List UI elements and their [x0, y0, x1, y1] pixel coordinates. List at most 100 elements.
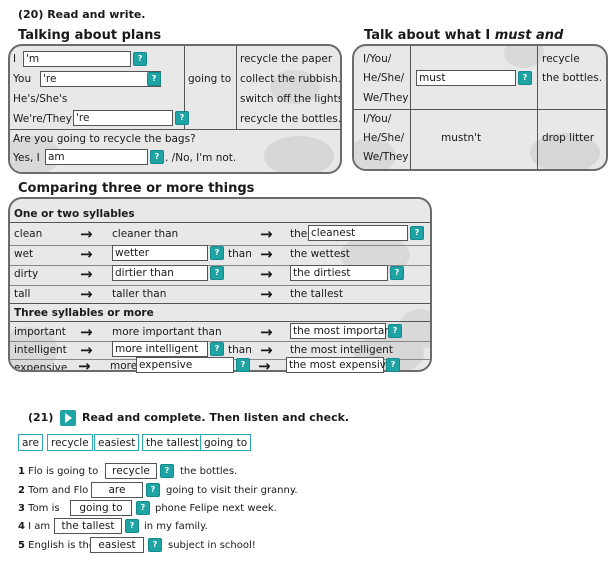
help-icon[interactable]: ? — [236, 358, 250, 372]
help-icon[interactable]: ? — [148, 538, 162, 552]
sentence-1: 1 Flo is going to — [18, 466, 98, 477]
must-object-line1: recycle — [542, 53, 580, 65]
row-comparative: more important than — [112, 326, 222, 338]
sentence-number: 1 — [18, 466, 25, 477]
must-panel: I/You/ He/She/ We/They must ? recycle th… — [352, 44, 608, 171]
subject-i: I — [13, 53, 17, 65]
help-icon[interactable]: ? — [518, 71, 532, 85]
answer-box[interactable]: easiest — [90, 537, 144, 553]
arrow-right-icon: → — [260, 225, 273, 243]
answer-box[interactable]: the tallest — [54, 518, 122, 534]
comparative-field[interactable]: wetter — [112, 245, 208, 261]
comparative-field[interactable]: expensive — [136, 357, 234, 373]
must-subject-3: We/They — [363, 92, 409, 104]
row-comparative-suffix: than — [228, 344, 252, 356]
row-word: intelligent — [14, 344, 67, 356]
play-audio-icon[interactable] — [60, 410, 76, 426]
row-word: tall — [14, 288, 31, 300]
object-2: collect the rubbish. — [240, 73, 341, 85]
mustnt-subject-2: He/She/ — [363, 132, 405, 144]
help-icon[interactable]: ? — [210, 342, 224, 356]
help-icon[interactable]: ? — [160, 464, 174, 478]
answer-box[interactable]: recycle — [105, 463, 157, 479]
mustnt-subject-1: I/You/ — [363, 113, 392, 125]
mustnt-subject-3: We/They — [363, 151, 409, 163]
row-word: expensive — [14, 362, 68, 372]
superlative-field[interactable]: the dirtiest — [290, 265, 388, 281]
subject-i-field[interactable]: 'm — [23, 51, 131, 67]
comparative-field[interactable]: more intelligent — [112, 341, 208, 357]
must-subject-1: I/You/ — [363, 53, 392, 65]
help-icon[interactable]: ? — [150, 150, 164, 164]
superlative-field[interactable]: the most expensive — [286, 357, 392, 373]
arrow-right-icon: → — [80, 341, 93, 359]
plans-title: Talking about plans — [18, 28, 162, 43]
comparative-field[interactable]: dirtier than — [112, 265, 208, 281]
row-word: important — [14, 326, 66, 338]
row-superlative: the most intelligent — [290, 344, 393, 356]
help-icon[interactable]: ? — [147, 72, 161, 86]
sentence-before: English is the — [28, 540, 96, 551]
sentence-number: 2 — [18, 485, 25, 496]
subject-you: You — [13, 73, 32, 85]
row-comparative: taller than — [112, 288, 167, 300]
row-superlative-prefix: the — [290, 228, 308, 240]
help-icon[interactable]: ? — [390, 266, 404, 280]
sentence-after: phone Felipe next week. — [155, 503, 277, 514]
must-object-line2: the bottles. — [542, 72, 603, 84]
subject-we-they-field[interactable]: 're — [73, 110, 173, 126]
row-comparative-suffix: than — [228, 248, 252, 260]
sentence-before: Flo is going to — [28, 466, 99, 477]
exercise-20-header: (20) Read and write. — [18, 8, 146, 21]
arrow-right-icon: → — [260, 265, 273, 283]
sentence-number: 4 — [18, 521, 25, 532]
help-icon[interactable]: ? — [146, 483, 160, 497]
answer-box[interactable]: going to — [70, 500, 132, 516]
superlative-field[interactable]: cleanest — [308, 225, 408, 241]
row-comparative: cleaner than — [112, 228, 179, 240]
help-icon[interactable]: ? — [136, 501, 150, 515]
group1-header: One or two syllables — [14, 208, 135, 220]
help-icon[interactable]: ? — [210, 266, 224, 280]
sentence-5: 5 English is the — [18, 540, 95, 551]
help-icon[interactable]: ? — [133, 52, 147, 66]
row-comparative-prefix: more — [110, 360, 138, 372]
help-icon[interactable]: ? — [210, 246, 224, 260]
help-icon[interactable]: ? — [175, 111, 189, 125]
sentence-2: 2 Tom and Flo — [18, 485, 88, 496]
group2-header: Three syllables or more — [14, 307, 154, 319]
answer-box[interactable]: are — [91, 482, 143, 498]
help-icon[interactable]: ? — [388, 324, 402, 338]
word-bank-chip[interactable]: the tallest — [142, 434, 204, 451]
row-superlative: the tallest — [290, 288, 344, 300]
going-to-label: going to — [188, 73, 232, 85]
word-bank-chip[interactable]: are — [18, 434, 43, 451]
help-icon[interactable]: ? — [410, 226, 424, 240]
plans-panel: I 'm ? You 're ? He's/She's We're/They '… — [8, 44, 342, 174]
sentence-after: subject in school! — [168, 540, 256, 551]
comparing-title: Comparing three or more things — [18, 181, 255, 196]
word-bank-chip[interactable]: going to — [200, 434, 252, 451]
help-icon[interactable]: ? — [386, 358, 400, 372]
must-field[interactable]: must — [416, 70, 516, 86]
subject-you-field[interactable]: 're — [40, 71, 161, 87]
answer-prefix: Yes, I — [13, 152, 40, 164]
answer-field[interactable]: am — [45, 149, 148, 165]
superlative-field[interactable]: the most important — [290, 323, 395, 339]
sentence-before: Tom and Flo — [28, 485, 89, 496]
arrow-right-icon: → — [260, 341, 273, 359]
arrow-right-icon: → — [258, 357, 271, 375]
sentence-before: I am — [28, 521, 51, 532]
word-bank-chip[interactable]: recycle — [47, 434, 93, 451]
exercise-21-number: (21) — [28, 411, 54, 424]
arrow-right-icon: → — [80, 225, 93, 243]
row-word: dirty — [14, 268, 39, 280]
help-icon[interactable]: ? — [125, 519, 139, 533]
answer-suffix: . /No, I'm not. — [165, 152, 237, 164]
word-bank-chip[interactable]: easiest — [94, 434, 140, 451]
arrow-right-icon: → — [80, 245, 93, 263]
mustnt-label: mustn't — [441, 132, 482, 144]
arrow-right-icon: → — [80, 323, 93, 341]
row-word: clean — [14, 228, 43, 240]
sentence-after: in my family. — [144, 521, 208, 532]
